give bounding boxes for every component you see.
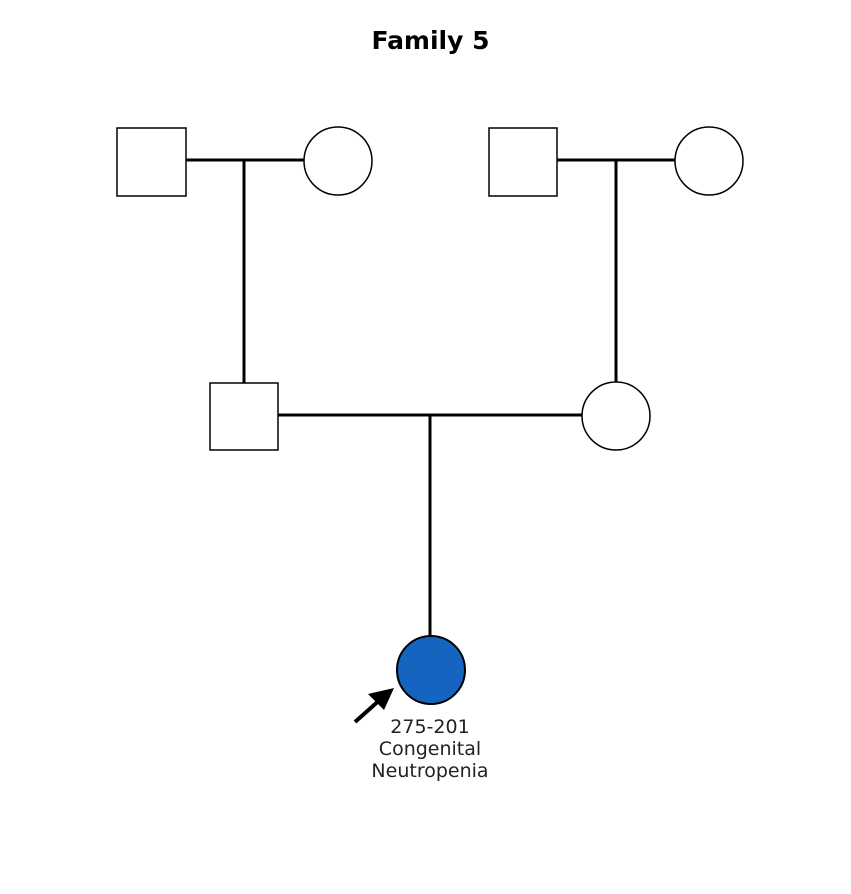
mother-circle — [581, 381, 651, 451]
father-square — [209, 382, 279, 451]
proband-arrow-head — [368, 688, 394, 710]
paternal-grandmother-circle — [303, 126, 373, 196]
paternal-grandfather-square — [116, 127, 187, 197]
proband-condition-line1: Congenital — [378, 738, 482, 760]
proband-affected-circle — [396, 635, 466, 705]
maternal-grandmother-circle — [674, 126, 744, 196]
proband-label: 275-201 Congenital Neutropenia — [330, 716, 530, 782]
maternal-grandfather-square — [488, 127, 558, 197]
proband-id: 275-201 — [390, 716, 470, 738]
proband-condition-line2: Neutropenia — [371, 760, 489, 782]
diagram-title: Family 5 — [371, 26, 490, 55]
